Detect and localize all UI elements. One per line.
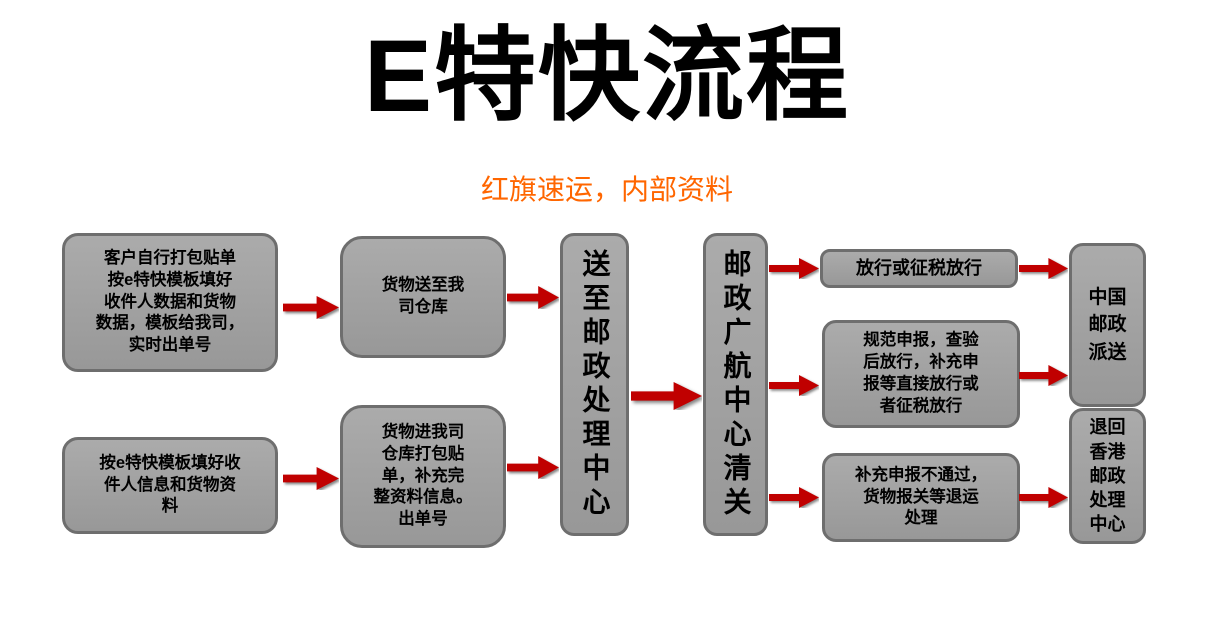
node-deliver-warehouse: 货物送至我 司仓库	[340, 236, 506, 358]
node-warehouse-pack: 货物进我司 仓库打包贴 单，补充完 整资料信息。 出单号	[340, 405, 506, 548]
arrow-customs-to-return	[769, 487, 819, 508]
node-china-post: 中国 邮政 派送	[1069, 243, 1146, 407]
node-release-label: 放行或征税放行	[856, 257, 982, 278]
node-return-hk: 退回 香港 邮政 处理 中心	[1069, 408, 1146, 544]
arrow-postal-to-customs	[631, 382, 702, 410]
node-customer-pack: 客户自行打包贴单 按e特快模板填好 收件人数据和货物 数据，模板给我司， 实时出…	[62, 233, 278, 372]
node-return-process-label: 补充申报不通过， 货物报关等退运 处理	[855, 465, 987, 528]
node-declare-label: 规范申报，查验 后放行，补充申 报等直接放行或 者征税放行	[863, 331, 979, 415]
node-customer-pack-label: 客户自行打包贴单 按e特快模板填好 收件人数据和货物 数据，模板给我司， 实时出…	[95, 249, 245, 355]
arrow-pack-to-postal	[507, 456, 559, 479]
arrow-customs-to-declare	[769, 375, 819, 396]
node-customs-center-label: 邮政广航中心清关	[720, 248, 752, 521]
node-release: 放行或征税放行	[820, 249, 1018, 288]
node-postal-center: 送至邮政处理中心	[560, 233, 629, 536]
node-china-post-label: 中国 邮政 派送	[1088, 286, 1127, 363]
node-return-process: 补充申报不通过， 货物报关等退运 处理	[822, 453, 1020, 542]
node-deliver-warehouse-label: 货物送至我 司仓库	[381, 276, 465, 316]
arrow-customer-to-warehouse	[283, 296, 339, 319]
arrow-warehouse-to-postal	[507, 286, 559, 309]
page-subtitle: 红旗速运，内部资料	[480, 174, 733, 205]
node-customs-center: 邮政广航中心清关	[703, 233, 768, 536]
arrow-return-to-hk	[1019, 487, 1068, 508]
arrow-declare-to-chinapost	[1019, 365, 1068, 386]
node-return-hk-label: 退回 香港 邮政 处理 中心	[1089, 417, 1126, 535]
node-declare: 规范申报，查验 后放行，补充申 报等直接放行或 者征税放行	[822, 320, 1020, 428]
node-template-fill: 按e特快模板填好收 件人信息和货物资 料	[62, 437, 278, 534]
node-warehouse-pack-label: 货物进我司 仓库打包贴 单，补充完 整资料信息。 出单号	[373, 423, 473, 529]
page-title: E特快流程	[363, 19, 851, 133]
arrow-template-to-pack	[283, 467, 339, 490]
node-postal-center-label: 送至邮政处理中心	[579, 248, 611, 521]
arrow-customs-to-release	[769, 258, 819, 279]
arrow-release-to-chinapost	[1019, 258, 1068, 279]
node-template-fill-label: 按e特快模板填好收 件人信息和货物资 料	[99, 453, 241, 516]
